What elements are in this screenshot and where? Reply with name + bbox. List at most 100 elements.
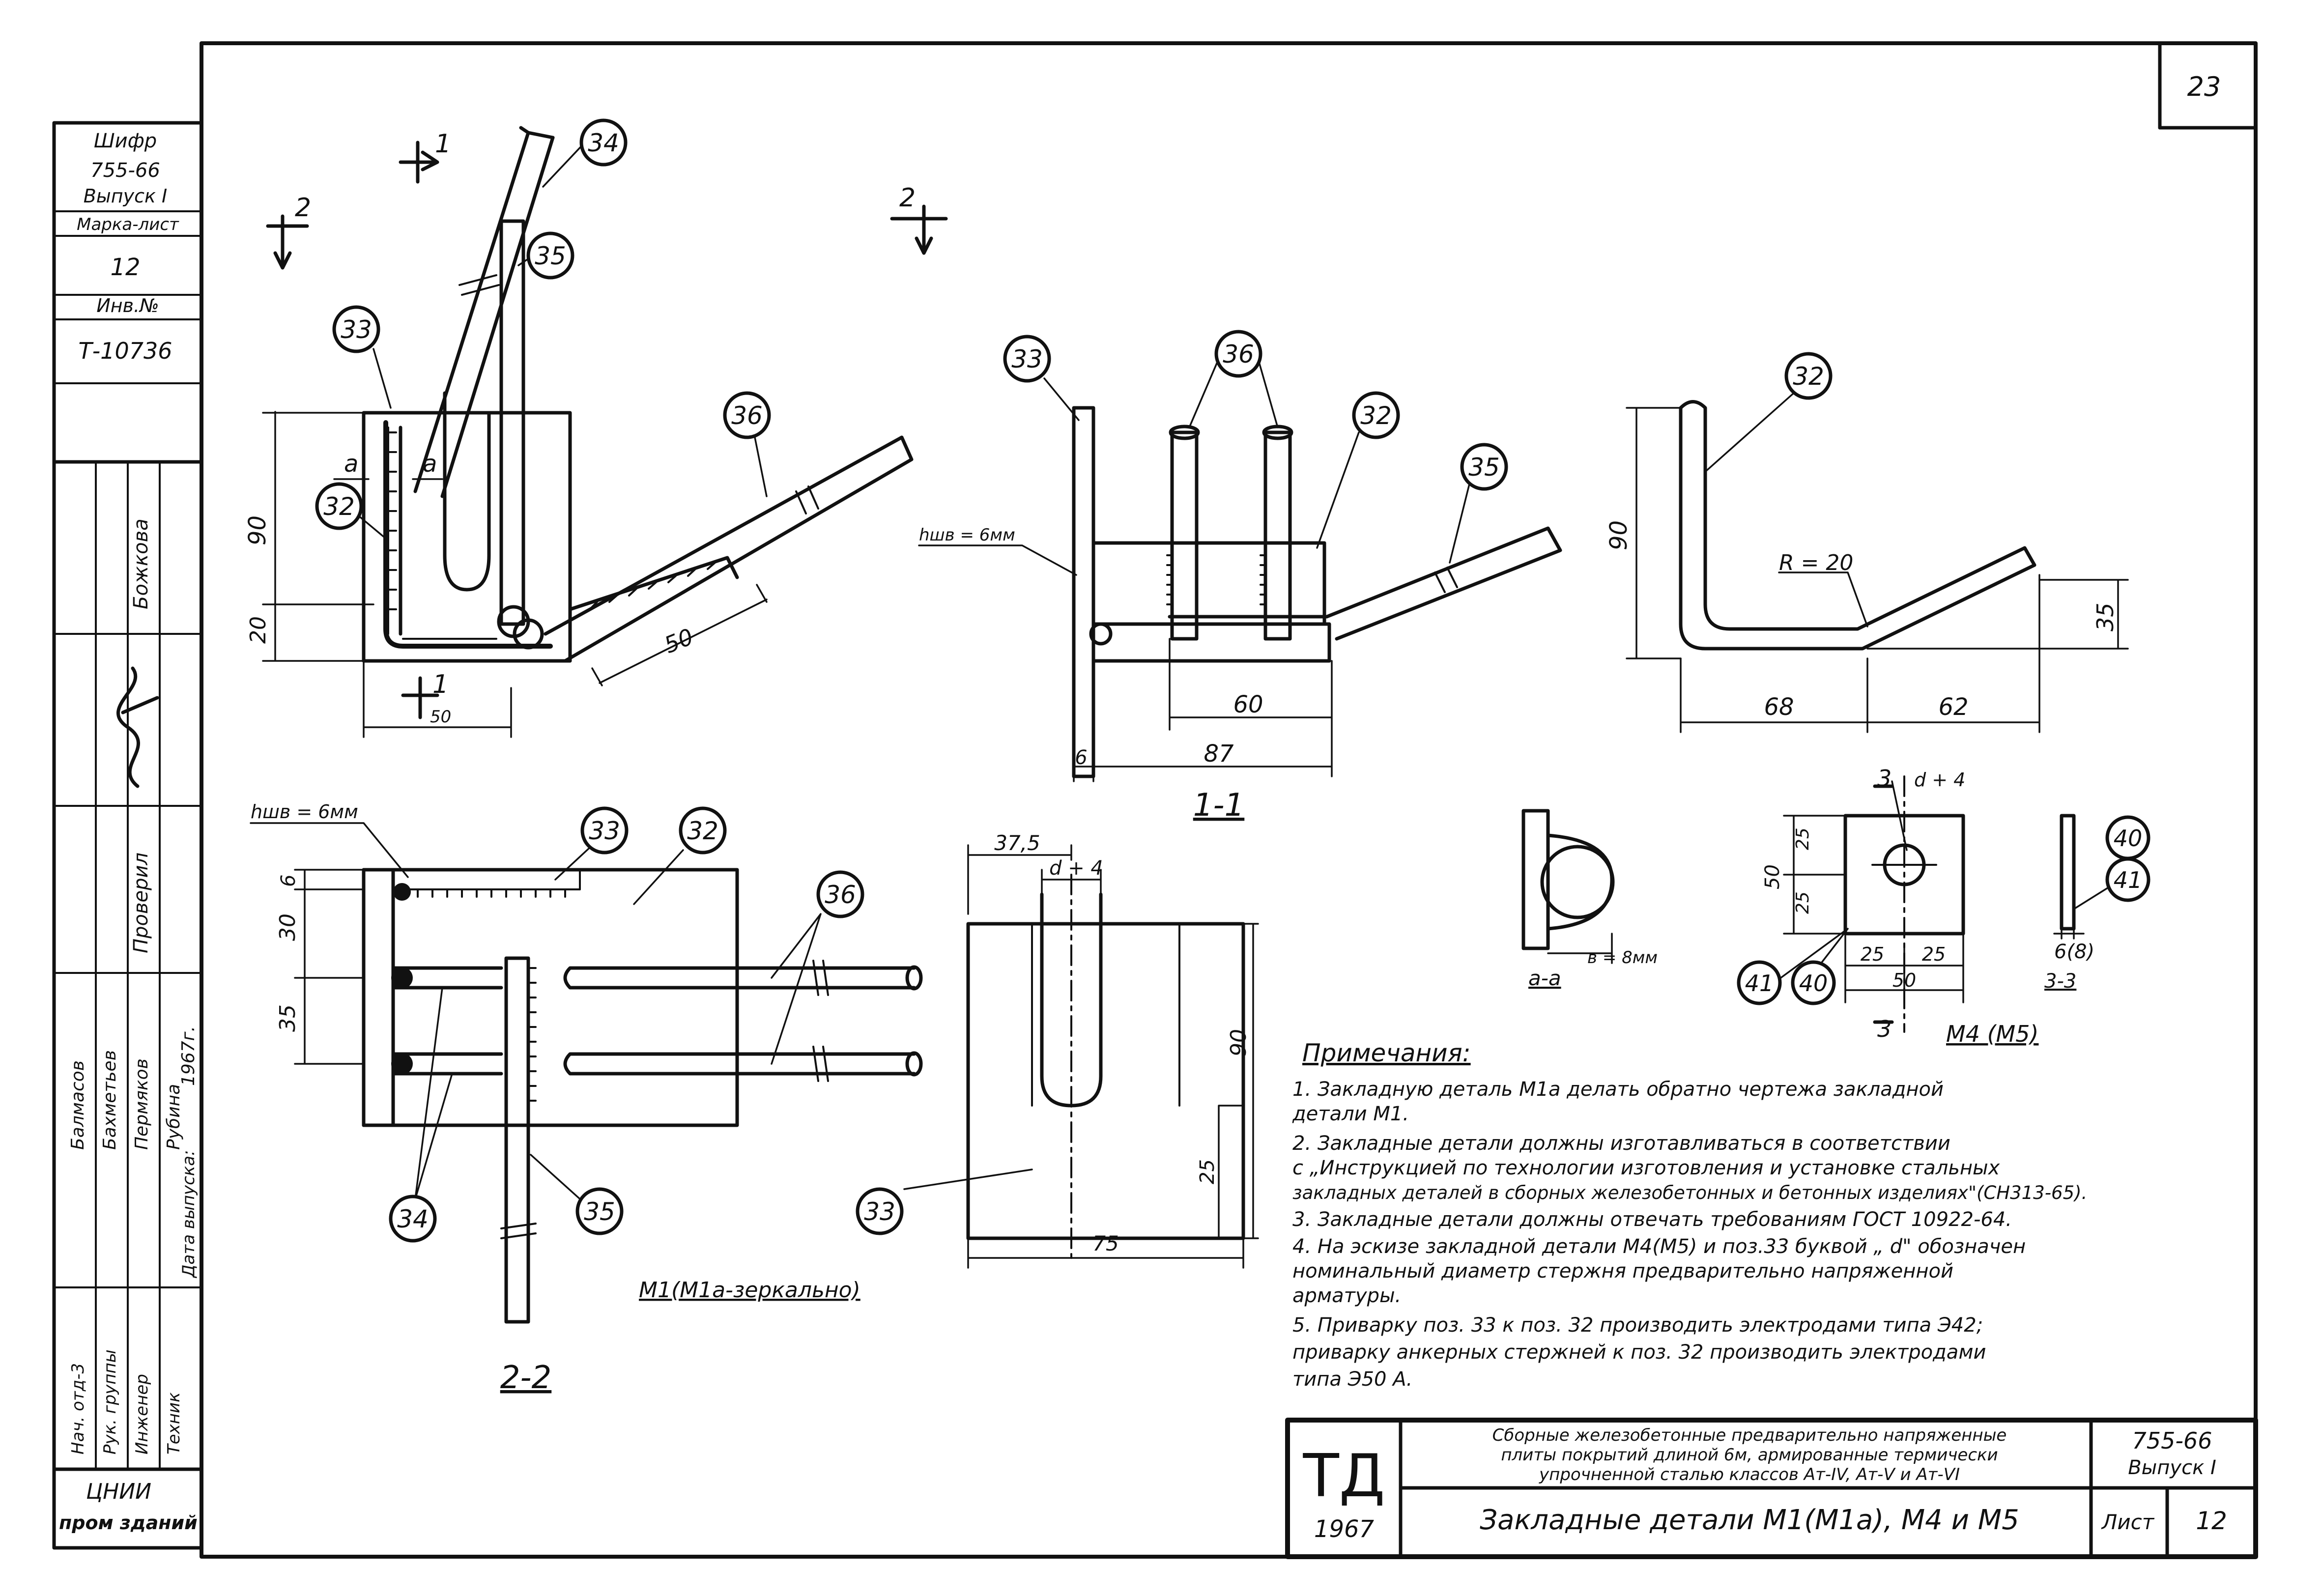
weld-label-2: hшв = 6мм — [251, 801, 358, 823]
dim-25b: 25 — [1793, 827, 1813, 850]
title-subtitle-1: плиты покрытий длиной 6м, армированные т… — [1501, 1445, 1998, 1465]
stamp-staff-3: Рубина — [164, 1084, 184, 1150]
stamp-inv-label: Инв.№ — [96, 295, 159, 316]
position-markers — [315, 118, 2150, 1243]
dim-50b: 50 — [1761, 864, 1784, 889]
stamp-role-3: Техник — [164, 1392, 184, 1454]
notes-title: Примечания: — [1302, 1039, 1471, 1067]
cut-2-left-label: 2 — [295, 193, 311, 223]
dim-b8: в = 8мм — [1587, 948, 1658, 968]
note-line-9: 5. Приварку поз. 33 к поз. 32 производит… — [1292, 1314, 1983, 1337]
note-line-5: 3. Закладные детали должны отвечать треб… — [1292, 1208, 2012, 1231]
pos-35b: 35 — [1468, 453, 1500, 482]
stamp-staff-0: Балмасов — [68, 1060, 88, 1150]
cut-1-top-label: 1 — [435, 129, 451, 159]
note-line-6: 4. На эскизе закладной детали М4(М5) и п… — [1292, 1235, 2026, 1258]
cut-3-top: 3 — [1877, 765, 1892, 792]
dim-6b: 6 — [277, 875, 300, 887]
pos-41a: 41 — [1745, 970, 1774, 997]
stamp-org: ЦНИИ — [86, 1479, 151, 1504]
stamp-name-1: Проверил — [130, 853, 152, 953]
cut-a-left: а — [344, 450, 358, 478]
pos-36a: 36 — [731, 401, 763, 430]
section-a-a-label: а-а — [1528, 966, 1561, 990]
section-1-1-label: 1-1 — [1193, 787, 1245, 824]
view-section-a-a — [1521, 809, 1615, 964]
stamp-role-4: Дата выпуска: — [179, 1150, 199, 1279]
cut-1-bottom-sub: 50 — [430, 707, 451, 727]
dim-d4b: d + 4 — [1914, 769, 1965, 791]
stamp-shifr: Шифр — [94, 130, 157, 152]
pos-33c: 33 — [589, 817, 620, 845]
title-code: 755-66 — [2132, 1427, 2212, 1454]
dim-20: 20 — [246, 616, 271, 644]
pos-32c: 32 — [1793, 362, 1824, 391]
note-line-11: типа Э50 А. — [1292, 1368, 1412, 1391]
note-line-10: приварку анкерных стержней к поз. 32 про… — [1292, 1341, 1986, 1364]
dim-68: 68 — [1764, 693, 1794, 721]
pos-32a: 32 — [323, 492, 355, 521]
note-line-2: 2. Закладные детали должны изготавливать… — [1292, 1132, 1950, 1155]
signature-1 — [116, 666, 159, 788]
stamp-mark-sheet-value: 12 — [110, 254, 140, 281]
dim-6-8: 6(8) — [2054, 940, 2094, 963]
pos-34a: 34 — [588, 129, 619, 157]
stamp-issue: Выпуск I — [84, 185, 168, 207]
dim-90c: 90 — [1226, 1029, 1251, 1056]
dim-87: 87 — [1204, 740, 1234, 768]
pos-36c: 36 — [825, 881, 856, 909]
dim-90a: 90 — [244, 515, 271, 545]
dim-60: 60 — [1233, 691, 1263, 718]
note-line-3: с „Инструкцией по технологии изготовлени… — [1292, 1157, 2000, 1179]
left-stamp — [52, 121, 203, 1550]
view-plan-m1 — [294, 868, 923, 1324]
weld-label-1: hшв = 6мм — [919, 525, 1015, 545]
dim-25e: 25 — [1922, 943, 1946, 965]
dim-25a: 25 — [1196, 1159, 1219, 1184]
title-sheet-label: Лист — [2101, 1510, 2155, 1534]
page-number: 23 — [2187, 71, 2221, 102]
dim-35a: 35 — [2092, 602, 2119, 631]
dim-62: 62 — [1938, 693, 1968, 721]
title-block — [1285, 1418, 2258, 1559]
stamp-mark-sheet-label: Марка-лист — [77, 215, 179, 234]
title-issue: Выпуск I — [2128, 1456, 2216, 1479]
view-m1-side — [262, 126, 914, 738]
view-plate-33 — [966, 844, 1259, 1269]
dim-50a: 50 — [660, 623, 697, 658]
dim-30: 30 — [275, 913, 300, 941]
stamp-staff-2: Пермяков — [132, 1058, 152, 1150]
stamp-code: 755-66 — [90, 159, 160, 182]
plan-m1-label: М1(М1а-зеркально) — [639, 1278, 860, 1303]
note-line-0: 1. Закладную деталь М1а делать обратно ч… — [1292, 1078, 1944, 1101]
dim-25c: 25 — [1793, 891, 1813, 914]
cut-a-right: а — [423, 450, 437, 478]
stamp-role-0: Нач. отд-3 — [68, 1363, 88, 1454]
pos-33b: 33 — [1011, 345, 1043, 373]
note-line-7: номинальный диаметр стержня предваритель… — [1292, 1260, 1953, 1282]
pos-40b: 40 — [2114, 825, 2143, 852]
dim-75: 75 — [1092, 1231, 1118, 1255]
stamp-inv-value: Т-10736 — [78, 338, 172, 364]
view-anchor-bend — [1626, 400, 2129, 733]
dim-25d: 25 — [1861, 943, 1884, 965]
title-subtitle-0: Сборные железобетонные предварительно на… — [1492, 1425, 2007, 1445]
title-subtitle-2: упрочненной сталью классов Ат-IV, Ат-V и… — [1539, 1465, 1960, 1484]
stamp-role-1: Рук. группы — [100, 1349, 120, 1454]
pos-35a: 35 — [535, 242, 566, 270]
stamp-org-sub: пром зданий — [59, 1512, 198, 1534]
callout-leaders — [358, 142, 2114, 1200]
pos-33d: 33 — [864, 1197, 895, 1226]
pos-35c: 35 — [584, 1197, 615, 1226]
title-year: 1967 — [1314, 1515, 1375, 1543]
note-line-1: детали М1. — [1292, 1103, 1409, 1125]
stamp-staff-4: 1967г. — [178, 1026, 199, 1086]
section-2-2-label: 2-2 — [500, 1360, 552, 1396]
view-m4-plate — [1783, 775, 2085, 1033]
pos-34b: 34 — [397, 1205, 429, 1233]
section-3-3-label: 3-3 — [2044, 970, 2076, 993]
pos-32d: 32 — [687, 817, 718, 845]
cut-marker-2-right — [890, 204, 948, 255]
cut-marker-2-left — [266, 214, 309, 270]
